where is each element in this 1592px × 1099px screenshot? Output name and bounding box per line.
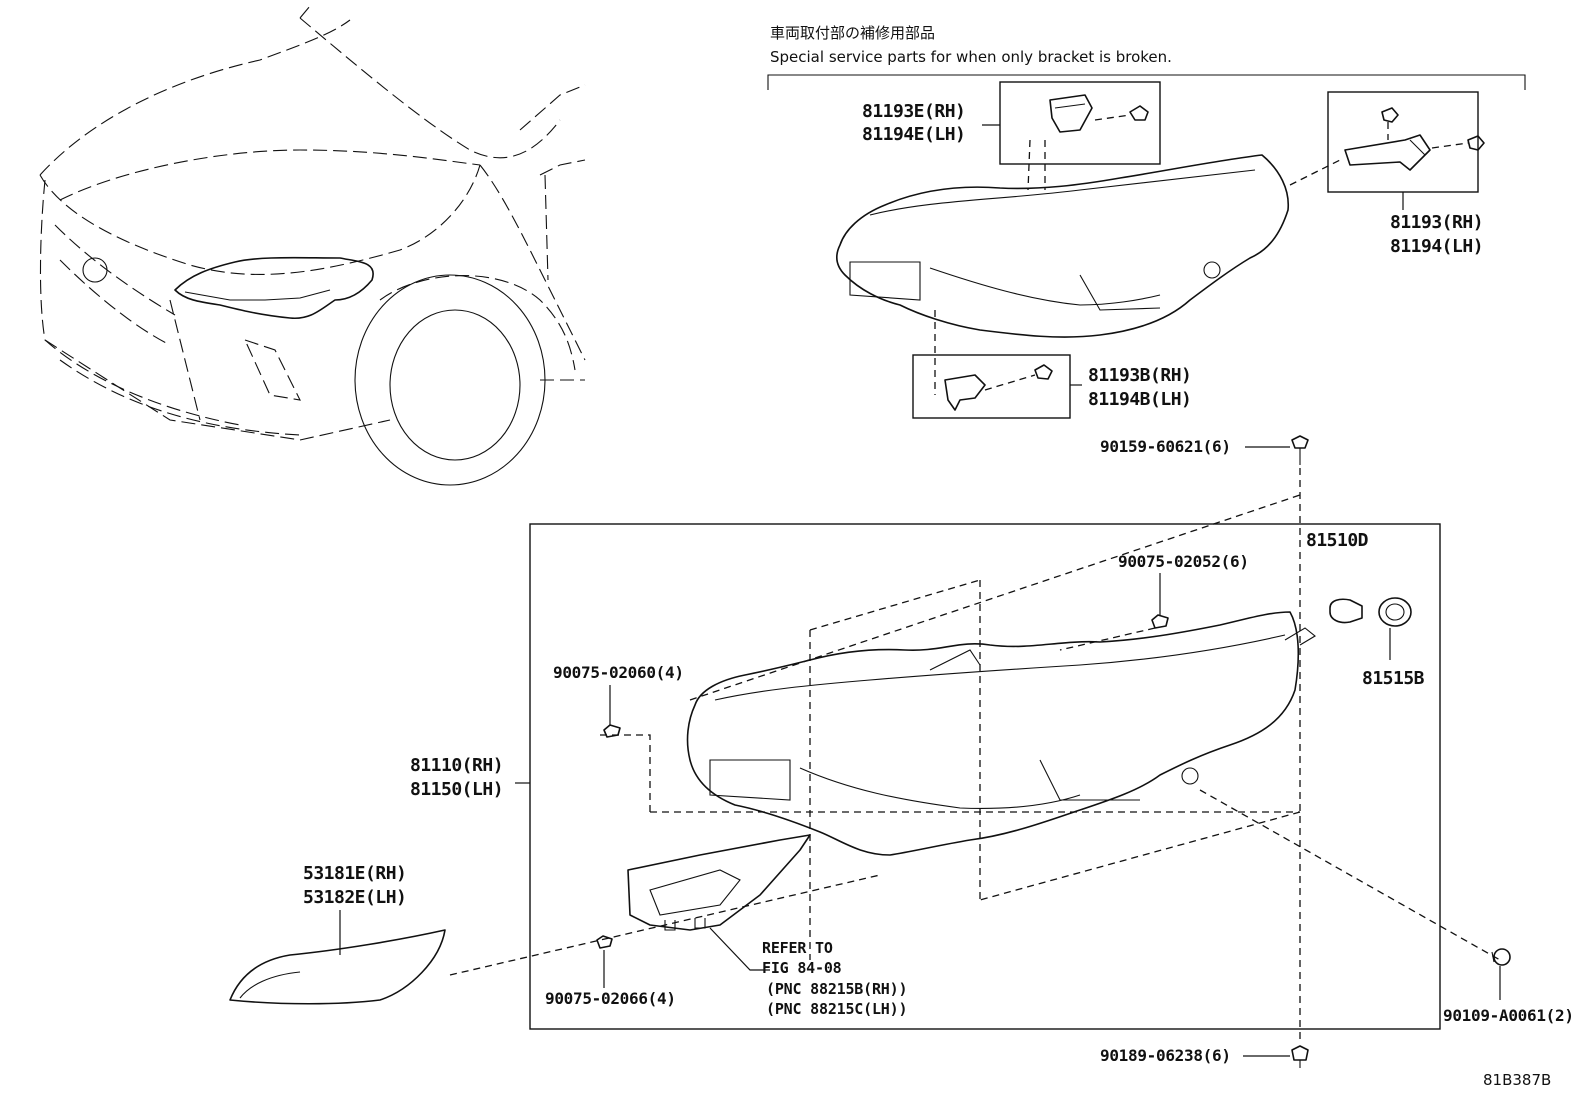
nut-90189-illustration — [1291, 1045, 1309, 1068]
screw-90075-02060-illustration — [603, 724, 621, 738]
label-90075-02060: 90075-02060(4) — [553, 663, 684, 682]
label-90075-02052: 90075-02052(6) — [1118, 552, 1249, 571]
label-81194B: 81194B(LH) — [1088, 389, 1191, 410]
headlamp-bracket-illustration — [627, 834, 811, 931]
header-jp: 車両取付部の補修用部品 — [770, 24, 935, 42]
box-81193 — [1327, 91, 1479, 193]
header-en: Special service parts for when only brac… — [770, 48, 1172, 66]
service-headlamp-illustration — [835, 154, 1290, 338]
label-81194E: 81194E(LH) — [862, 124, 965, 145]
label-81110: 81110(RH) — [410, 755, 503, 776]
label-53182E: 53182E(LH) — [303, 887, 406, 908]
label-90075-02066: 90075-02066(4) — [545, 989, 676, 1008]
bolt-90159-illustration — [1291, 435, 1309, 465]
label-53181E: 53181E(RH) — [303, 863, 406, 884]
label-81193E: 81193E(RH) — [862, 101, 965, 122]
pnc-lh: (PNC 88215C(LH)) — [766, 1000, 907, 1018]
bracket-81193E-illustration — [1027, 94, 1149, 191]
clip-90109-illustration — [1491, 948, 1511, 966]
vehicle-front-illustration — [39, 5, 586, 486]
screw-90075-02066-illustration — [596, 935, 613, 949]
label-90189: 90189-06238(6) — [1100, 1046, 1231, 1065]
refer-to-line1: REFER TO — [762, 939, 833, 957]
label-81510D: 81510D — [1306, 530, 1369, 551]
main-headlamp-illustration — [686, 611, 1316, 856]
label-81193: 81193(RH) — [1390, 212, 1483, 233]
bracket-81193B-illustration — [934, 310, 1053, 411]
label-81150: 81150(LH) — [410, 779, 503, 800]
label-90159: 90159-60621(6) — [1100, 437, 1231, 456]
main-assembly-box — [529, 523, 1441, 1030]
screw-90075-02052-illustration — [1059, 614, 1169, 651]
diagram-id: 81B387B — [1483, 1071, 1551, 1089]
label-81194: 81194(LH) — [1390, 236, 1483, 257]
bracket-81193-illustration — [1289, 107, 1485, 186]
pnc-rh: (PNC 88215B(RH)) — [766, 980, 907, 998]
bulb-81510D-illustration — [1329, 598, 1363, 624]
socket-81515B-illustration — [1378, 597, 1412, 627]
garnish-53181E-illustration — [229, 929, 446, 1005]
box-81193E — [999, 81, 1161, 165]
refer-to-line2: FIG 84-08 — [762, 959, 842, 977]
label-81193B: 81193B(RH) — [1088, 365, 1191, 386]
label-81515B: 81515B — [1362, 668, 1425, 689]
label-90109: 90109-A0061(2) — [1443, 1006, 1574, 1025]
box-81193B — [912, 354, 1071, 419]
header-bracket-line — [767, 74, 1526, 90]
